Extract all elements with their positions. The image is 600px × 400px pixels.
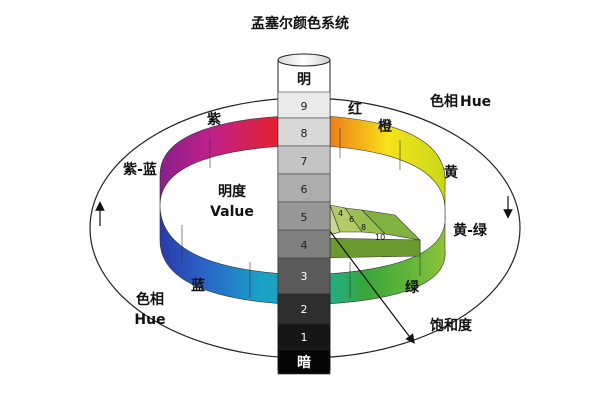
- value-cylinder: [277, 53, 331, 375]
- hue-label-cn-left: 色相: [136, 291, 164, 308]
- value-level-1: 1: [301, 331, 308, 344]
- value-level-9: 9: [301, 100, 308, 113]
- hue-blue: 蓝: [191, 277, 205, 294]
- hue-yellow-green: 黄-绿: [453, 222, 488, 239]
- diagram-title: 孟塞尔颜色系统: [251, 15, 349, 32]
- hue-green: 绿: [405, 279, 420, 296]
- hue-ring-front: [159, 204, 446, 306]
- value-level-7: 7: [301, 155, 308, 168]
- value-name-en: Value: [210, 204, 254, 220]
- chroma-step-8: 8: [361, 223, 366, 232]
- ring-separators: [209, 128, 401, 170]
- chroma-step-6: 6: [349, 215, 354, 224]
- chroma-step-10: 10: [375, 233, 385, 242]
- chroma-arrow-icon: [319, 217, 415, 344]
- chroma-label: 饱和度: [430, 317, 473, 334]
- hue-label-cn-right: 色相: [430, 93, 458, 110]
- hue-yellow: 黄: [444, 164, 458, 181]
- value-level-4: 4: [301, 239, 308, 252]
- hue-purple-blue: 紫-蓝: [123, 161, 157, 178]
- chroma-step-4: 4: [338, 209, 343, 218]
- value-level-8: 8: [301, 127, 308, 140]
- hue-red: 红: [348, 101, 362, 118]
- hue-label-en-right: Hue: [460, 94, 491, 110]
- value-bottom-label: 暗: [297, 354, 311, 371]
- hue-orange: 橙: [378, 118, 393, 135]
- hue-purple: 紫: [207, 111, 221, 128]
- value-level-5: 5: [301, 211, 308, 224]
- value-level-3: 3: [301, 270, 308, 283]
- value-top-label: 明: [297, 72, 311, 88]
- hue-label-en-left: Hue: [134, 312, 165, 328]
- value-level-6: 6: [301, 183, 308, 196]
- value-name-cn: 明度: [218, 183, 247, 200]
- value-level-2: 2: [301, 303, 308, 316]
